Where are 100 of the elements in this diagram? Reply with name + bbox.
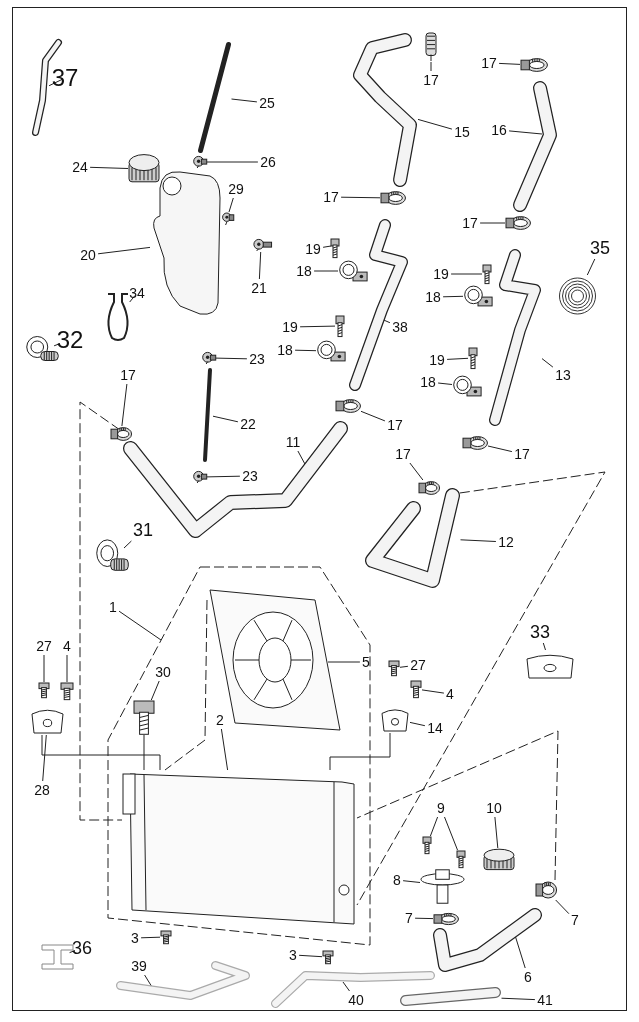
callout-number: 36: [69, 937, 95, 959]
leader-line: [48, 78, 63, 87]
leader-line: [555, 899, 570, 915]
hose: [352, 32, 418, 188]
callout-number: 23: [239, 467, 261, 485]
callout-number: 19: [426, 351, 448, 369]
leader-line: [479, 222, 506, 224]
leader-line: [409, 462, 424, 481]
leader-line: [487, 445, 513, 453]
leader-line: [294, 349, 317, 352]
bolt: [388, 660, 400, 676]
pipe-clip: [452, 375, 482, 397]
radiator-drawing: [122, 770, 357, 925]
leader-line: [298, 954, 323, 958]
callout-number: 14: [424, 719, 446, 737]
callout-number: 17: [478, 54, 500, 72]
callout-number: 41: [534, 991, 556, 1009]
callout-number: 10: [483, 799, 505, 817]
cap: [128, 153, 160, 185]
leader-line: [322, 245, 332, 248]
hose-clamp: [505, 215, 531, 231]
callout-number: 33: [527, 621, 553, 643]
callout-number: 17: [511, 445, 533, 463]
leader-line: [402, 880, 421, 883]
callout-number: 17: [384, 416, 406, 434]
callout-number: 19: [430, 265, 452, 283]
bolt: [422, 836, 432, 854]
callout-number: 27: [407, 656, 429, 674]
leader-line: [501, 997, 536, 1001]
callout-number: 11: [282, 433, 304, 451]
leader-line: [258, 251, 262, 280]
hose: [202, 367, 213, 463]
hose: [348, 218, 409, 392]
leader-line: [231, 98, 258, 103]
hose-clamp: [110, 426, 132, 442]
callout-number: 24: [69, 158, 91, 176]
leader-line: [299, 325, 336, 328]
leader-line: [414, 917, 434, 920]
leader-line: [417, 118, 453, 130]
callout-number: 12: [495, 533, 517, 551]
leader-line: [42, 734, 47, 782]
assembly-line: [356, 730, 559, 881]
bolt: [38, 682, 50, 698]
leader-line: [586, 258, 596, 276]
assembly-line: [356, 471, 606, 906]
leader-line: [215, 357, 248, 360]
callout-number: 9: [434, 799, 448, 817]
assembly-line: [79, 401, 123, 821]
assembly-outline: [106, 565, 372, 947]
leader-line: [129, 295, 136, 303]
leader-line: [542, 642, 546, 651]
leader-line: [409, 721, 426, 727]
leader-line: [437, 382, 453, 385]
callout-number: 1: [106, 598, 120, 616]
leader-line: [508, 130, 543, 135]
callout-number: 4: [443, 685, 457, 703]
bracket: [40, 943, 75, 971]
callout-number: 17: [117, 366, 139, 384]
hose: [269, 969, 436, 1009]
callout-number: 29: [225, 180, 247, 198]
hose: [121, 419, 349, 539]
callout-number: 17: [420, 71, 442, 89]
leader-line: [360, 410, 386, 422]
clip: [193, 470, 207, 484]
callout-number: 26: [257, 153, 279, 171]
hose-clamp: [433, 912, 459, 926]
bolt: [160, 930, 172, 944]
callout-number: 22: [237, 415, 259, 433]
leader-line: [97, 246, 151, 255]
callout-number: 18: [293, 262, 315, 280]
leader-line: [144, 974, 153, 988]
bolt: [335, 315, 345, 337]
leader-line: [399, 665, 409, 668]
callout-number: 27: [33, 637, 55, 655]
leader-line: [429, 816, 439, 837]
hose: [363, 486, 461, 589]
hose-clamp: [424, 32, 438, 62]
callout-number: 15: [451, 123, 473, 141]
leader-line: [121, 383, 128, 427]
callout-number: 17: [459, 214, 481, 232]
leader-line: [220, 728, 229, 771]
thermostat-housing: [420, 866, 465, 904]
clip: [250, 238, 272, 252]
callout-number: 3: [286, 946, 300, 964]
hose: [432, 907, 543, 973]
leader-line: [444, 816, 458, 851]
leader-line: [43, 654, 45, 683]
bolt: [410, 680, 422, 698]
leader-line: [340, 196, 381, 199]
hose-clamp: [462, 435, 488, 451]
callout-number: 30: [152, 663, 174, 681]
leader-line: [450, 273, 483, 275]
leader-line: [206, 161, 259, 163]
callout-number: 39: [128, 957, 150, 975]
callout-number: 19: [302, 240, 324, 258]
leader-line: [430, 61, 432, 72]
leader-line: [140, 936, 161, 939]
bolt: [468, 347, 478, 369]
pipe-clip: [463, 285, 493, 307]
assembly-line: [41, 734, 161, 771]
